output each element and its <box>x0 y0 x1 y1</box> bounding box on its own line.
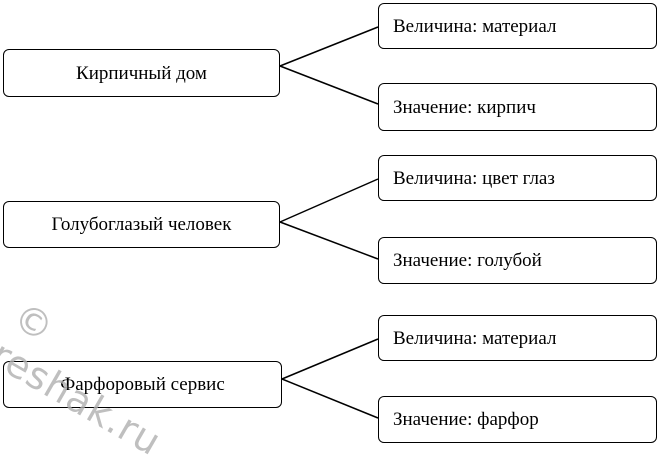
value-box-1: Значение: кирпич <box>378 83 657 131</box>
object-box-blue-eyed-person: Голубоглазый человек <box>3 201 280 248</box>
quantity-box-2: Величина: цвет глаз <box>378 155 657 201</box>
quantity-box-1: Величина: материал <box>378 3 657 49</box>
connector-line-1b <box>279 65 379 105</box>
connector-line-1a <box>279 26 379 67</box>
quantity-label: Величина: материал <box>393 15 557 37</box>
connector-line-2a <box>279 178 379 223</box>
value-box-3: Значение: фарфор <box>378 396 657 443</box>
value-label: Значение: фарфор <box>393 409 539 430</box>
object-label: Фарфоровый сервис <box>60 374 225 395</box>
object-box-brick-house: Кирпичный дом <box>3 49 280 97</box>
connector-lines <box>279 26 379 419</box>
quantity-label: Величина: цвет глаз <box>393 167 555 189</box>
object-label: Кирпичный дом <box>76 62 207 84</box>
connector-line-3b <box>281 378 379 419</box>
object-box-porcelain-set: Фарфоровый сервис <box>3 361 282 408</box>
value-label: Значение: кирпич <box>393 96 536 118</box>
value-box-2: Значение: голубой <box>378 237 657 284</box>
connector-line-2b <box>279 221 379 260</box>
quantity-box-3: Величина: материал <box>378 315 657 361</box>
connector-line-3a <box>281 338 379 380</box>
object-label: Голубоглазый человек <box>51 214 232 235</box>
quantity-label: Величина: материал <box>393 327 557 349</box>
value-label: Значение: голубой <box>393 250 542 271</box>
